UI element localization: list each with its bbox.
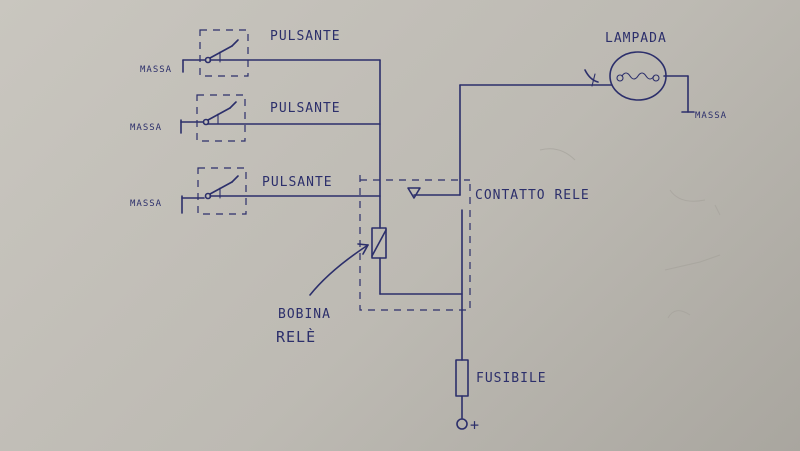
relay-contact [407, 84, 463, 361]
label-rele: RELÈ [276, 327, 316, 346]
label-contatto-rele: CONTATTO RELE [475, 188, 590, 203]
paper-ghost-marks [539, 148, 721, 319]
label-pulsante-1: PULSANTE [270, 29, 341, 44]
label-massa-2: MASSA [130, 123, 162, 133]
relay-coil [371, 227, 463, 295]
label-fusibile: FUSIBILE [476, 371, 547, 386]
lamp-circuit [459, 69, 695, 113]
label-plus: + [470, 416, 480, 434]
label-bobina: BOBINA [278, 307, 331, 322]
label-massa-1: MASSA [140, 65, 172, 75]
label-pulsante-3: PULSANTE [262, 175, 333, 190]
push-button-2 [180, 94, 381, 142]
push-button-3 [181, 167, 381, 215]
coil-pointer-arrow [309, 243, 369, 296]
fuse-icon [455, 359, 469, 430]
label-massa-3: MASSA [130, 199, 162, 209]
label-massa-lamp: MASSA [695, 111, 727, 121]
label-lampada: LAMPADA [605, 31, 667, 46]
relay-enclosure [359, 175, 471, 311]
label-pulsante-2: PULSANTE [270, 101, 341, 116]
push-button-1 [182, 29, 381, 77]
lamp-icon [609, 51, 667, 101]
